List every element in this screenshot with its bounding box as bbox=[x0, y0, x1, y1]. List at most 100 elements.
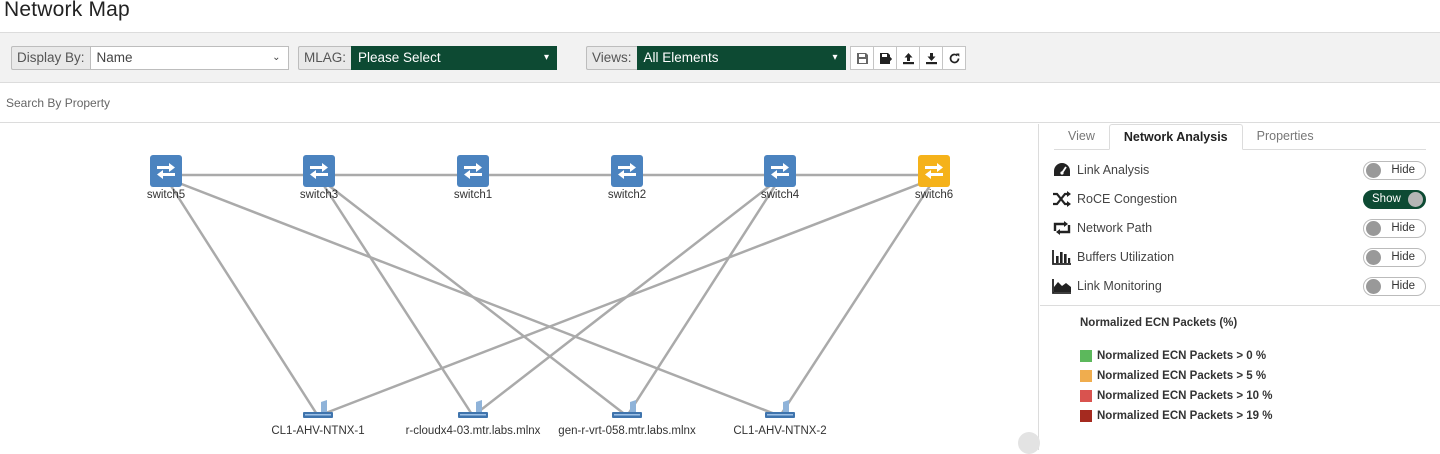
switch-icon bbox=[918, 155, 950, 187]
tab-view[interactable]: View bbox=[1068, 129, 1095, 143]
refresh-view-button[interactable] bbox=[942, 46, 966, 70]
panel-tabs: View Network Analysis Properties bbox=[1054, 124, 1426, 150]
legend-swatch bbox=[1080, 390, 1092, 402]
display-by-label: Display By: bbox=[11, 46, 90, 70]
dashboard-icon bbox=[1054, 163, 1070, 176]
views-label: Views: bbox=[586, 46, 637, 70]
caret-down-icon: ▾ bbox=[543, 52, 550, 63]
views-value: All Elements bbox=[643, 50, 719, 65]
page-title: Network Map bbox=[4, 0, 130, 21]
mlag-control: MLAG: Please Select ▾ bbox=[298, 46, 558, 70]
legend-item: Normalized ECN Packets > 19 % bbox=[1080, 408, 1272, 424]
area-chart-icon bbox=[1052, 279, 1071, 294]
link-switch5-host1[interactable] bbox=[164, 177, 320, 417]
toolbar: Display By: Name ⌄ MLAG: Please Select ▾… bbox=[0, 32, 1440, 83]
server-icon bbox=[458, 400, 488, 418]
switch-label: switch4 bbox=[760, 189, 800, 201]
legend-item: Normalized ECN Packets > 0 % bbox=[1080, 348, 1266, 364]
server-icon bbox=[765, 400, 795, 418]
host-label: CL1-AHV-NTNX-1 bbox=[271, 425, 365, 437]
buffers-utilization-row: Buffers Utilization Hide bbox=[1052, 246, 1426, 268]
switch-node[interactable]: switch6 bbox=[894, 155, 974, 201]
caret-down-icon: ▾ bbox=[832, 52, 838, 63]
toggle-state: Hide bbox=[1391, 251, 1415, 263]
mlag-value: Please Select bbox=[358, 50, 441, 65]
switch-icon bbox=[457, 155, 489, 187]
server-icon bbox=[303, 400, 333, 418]
network-path-row: Network Path Hide bbox=[1052, 217, 1426, 239]
tab-network-analysis[interactable]: Network Analysis bbox=[1108, 124, 1243, 150]
switch-node[interactable]: switch1 bbox=[433, 155, 513, 201]
switch-label: switch5 bbox=[146, 189, 186, 201]
link-switch6-host4[interactable] bbox=[778, 177, 937, 417]
shuffle-icon bbox=[1053, 191, 1071, 207]
roce-congestion-label: RoCE Congestion bbox=[1077, 192, 1178, 206]
views-select[interactable]: All Elements ▾ bbox=[636, 46, 846, 70]
buffers-utilization-toggle[interactable]: Hide bbox=[1363, 248, 1426, 267]
link-switch6-host1[interactable] bbox=[317, 176, 936, 418]
panel-resize-handle[interactable] bbox=[1018, 432, 1040, 454]
switch-icon bbox=[611, 155, 643, 187]
host-node[interactable]: r-cloudx4-03.mtr.labs.mlnx bbox=[396, 400, 550, 437]
roce-congestion-toggle[interactable]: Show bbox=[1363, 190, 1426, 209]
link-analysis-toggle[interactable]: Hide bbox=[1363, 161, 1426, 180]
mlag-label: MLAG: bbox=[298, 46, 352, 70]
toggle-knob bbox=[1366, 279, 1381, 294]
display-by-select[interactable]: Name ⌄ bbox=[89, 46, 289, 70]
search-input[interactable] bbox=[6, 93, 906, 113]
legend-label: Normalized ECN Packets > 19 % bbox=[1097, 410, 1273, 422]
roce-congestion-row: RoCE Congestion Show bbox=[1052, 188, 1426, 210]
link-switch3-host2[interactable] bbox=[317, 177, 475, 417]
legend-title: Normalized ECN Packets (%) bbox=[1080, 317, 1238, 329]
upload-icon bbox=[902, 52, 914, 64]
toggle-knob bbox=[1366, 163, 1381, 178]
switch-icon bbox=[764, 155, 796, 187]
bar-chart-icon bbox=[1052, 250, 1071, 265]
download-icon bbox=[925, 52, 937, 64]
display-by-value: Name bbox=[96, 50, 133, 65]
switch-node[interactable]: switch4 bbox=[740, 155, 820, 201]
save-view-button[interactable] bbox=[850, 46, 874, 70]
retweet-icon bbox=[1053, 221, 1071, 235]
legend-label: Normalized ECN Packets > 10 % bbox=[1097, 390, 1273, 402]
mlag-select[interactable]: Please Select ▾ bbox=[351, 46, 558, 70]
upload-view-button[interactable] bbox=[896, 46, 920, 70]
network-map-canvas[interactable]: switch5 switch3 switch1 switch2 switch4 … bbox=[0, 124, 1039, 450]
host-node[interactable]: CL1-AHV-NTNX-2 bbox=[715, 400, 845, 437]
host-node[interactable]: gen-r-vrt-058.mtr.labs.mlnx bbox=[550, 400, 704, 437]
link-switch3-host3[interactable] bbox=[318, 177, 628, 417]
link-monitoring-toggle[interactable]: Hide bbox=[1363, 277, 1426, 296]
chevron-down-icon: ⌄ bbox=[272, 52, 281, 63]
toggle-knob bbox=[1366, 250, 1381, 265]
switch-label: switch3 bbox=[299, 189, 339, 201]
legend-label: Normalized ECN Packets > 5 % bbox=[1097, 370, 1267, 382]
legend-label: Normalized ECN Packets > 0 % bbox=[1097, 350, 1267, 362]
link-switch4-host3[interactable] bbox=[625, 177, 782, 417]
display-by-control: Display By: Name ⌄ bbox=[11, 46, 289, 70]
link-analysis-row: Link Analysis Hide bbox=[1052, 159, 1426, 181]
toggle-state: Show bbox=[1372, 193, 1401, 205]
tab-properties[interactable]: Properties bbox=[1256, 129, 1314, 143]
network-path-label: Network Path bbox=[1077, 221, 1153, 235]
download-view-button[interactable] bbox=[919, 46, 943, 70]
switch-node[interactable]: switch2 bbox=[587, 155, 667, 201]
buffers-utilization-label: Buffers Utilization bbox=[1077, 250, 1175, 264]
link-monitoring-label: Link Monitoring bbox=[1077, 279, 1162, 293]
link-monitoring-row: Link Monitoring Hide bbox=[1052, 275, 1426, 297]
legend-item: Normalized ECN Packets > 10 % bbox=[1080, 388, 1272, 404]
save-as-icon bbox=[879, 52, 892, 64]
legend-swatch bbox=[1080, 410, 1092, 422]
link-analysis-label: Link Analysis bbox=[1077, 163, 1150, 177]
toggle-state: Hide bbox=[1391, 280, 1415, 292]
switch-node[interactable]: switch5 bbox=[126, 155, 206, 201]
network-links bbox=[164, 173, 937, 418]
switch-icon bbox=[303, 155, 335, 187]
switch-label: switch2 bbox=[607, 189, 647, 201]
network-path-toggle[interactable]: Hide bbox=[1363, 219, 1426, 238]
host-node[interactable]: CL1-AHV-NTNX-1 bbox=[253, 400, 383, 437]
toggle-knob bbox=[1366, 221, 1381, 236]
switch-node[interactable]: switch3 bbox=[279, 155, 359, 201]
save-as-view-button[interactable] bbox=[873, 46, 897, 70]
server-icon bbox=[612, 400, 642, 418]
view-actions bbox=[850, 46, 966, 70]
